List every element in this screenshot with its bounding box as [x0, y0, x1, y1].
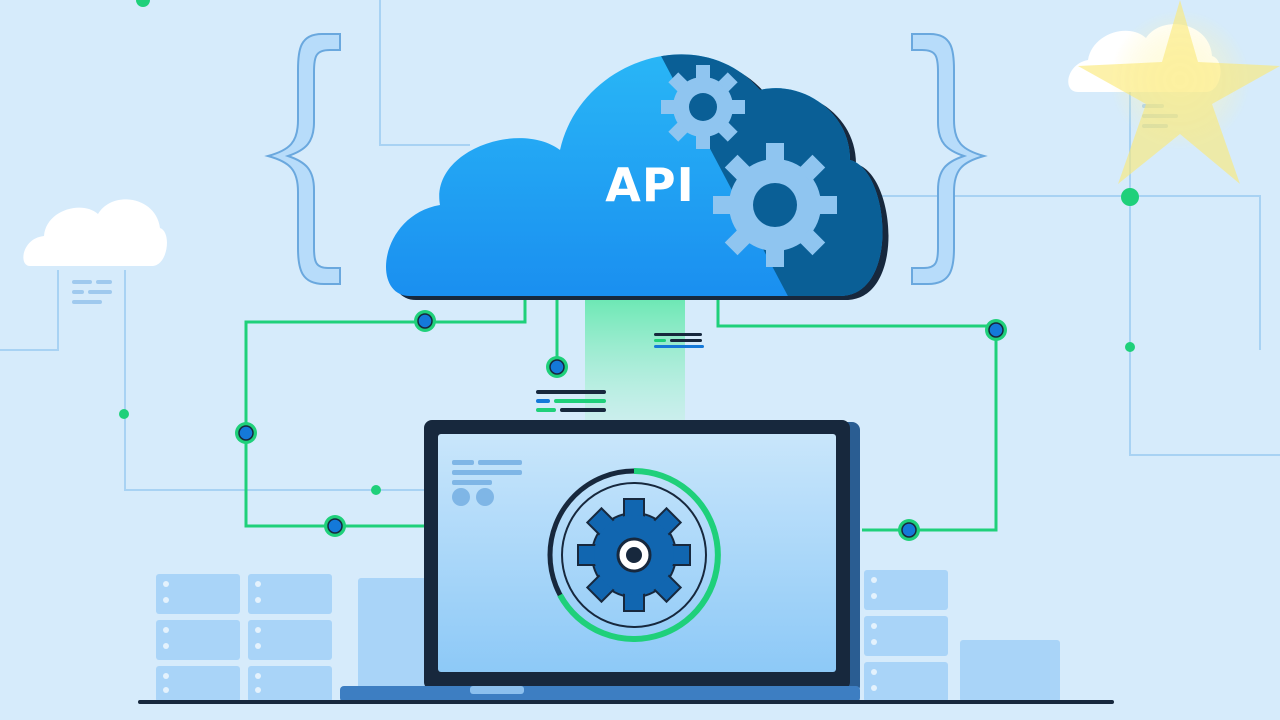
curly-brace-icon	[911, 33, 988, 285]
cloud-icon	[23, 199, 167, 304]
data-beam	[585, 296, 685, 426]
bg-node	[1125, 342, 1135, 352]
server-rack-icon	[864, 570, 1060, 702]
code-snippet-icon	[536, 390, 606, 412]
loading-gear-icon	[547, 468, 721, 642]
star-icon	[1078, 0, 1280, 184]
curly-brace-icon	[264, 33, 341, 285]
bg-node	[371, 485, 381, 495]
connector-nodes	[235, 310, 1007, 541]
server-rack-lights	[871, 577, 877, 691]
code-snippet-icon	[654, 333, 704, 348]
gear-icon	[713, 143, 837, 267]
bg-node	[1121, 188, 1139, 206]
background-network-lines	[0, 0, 1280, 491]
bg-node	[119, 409, 129, 419]
bg-node	[136, 0, 150, 7]
gear-icon	[661, 65, 745, 149]
cloud-label: API	[605, 158, 695, 212]
server-rack-lights	[163, 581, 261, 693]
server-rack-icon	[156, 574, 428, 702]
